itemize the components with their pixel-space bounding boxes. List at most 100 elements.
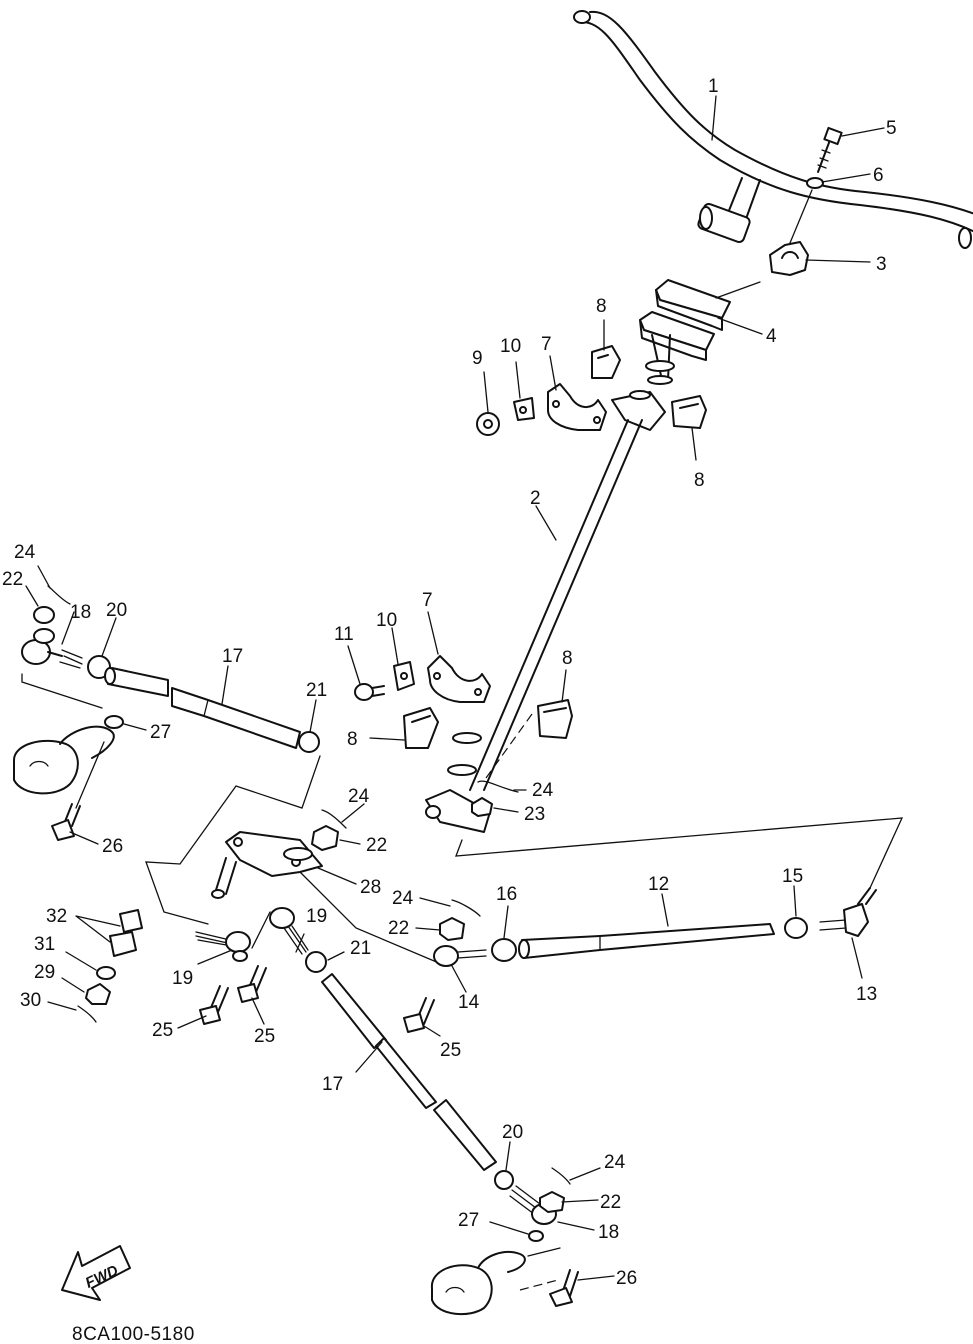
bushing-8-lower-right bbox=[537, 699, 573, 739]
clamp-7-lower bbox=[427, 655, 491, 703]
callout-19-a: 19 bbox=[306, 906, 327, 927]
nut-22-lower bbox=[539, 1191, 565, 1213]
callout-8-b: 8 bbox=[694, 470, 705, 491]
callout-8-d: 8 bbox=[347, 729, 358, 750]
callout-27-a: 27 bbox=[150, 722, 171, 743]
callout-19-b: 19 bbox=[172, 968, 193, 989]
callout-5: 5 bbox=[886, 118, 897, 139]
spacer-10-upper bbox=[513, 397, 535, 421]
washer-6 bbox=[806, 177, 824, 189]
callout-21-b: 21 bbox=[350, 938, 371, 959]
tie-rod-end-19-left bbox=[195, 931, 251, 962]
callout-labels: 1 5 6 3 8 4 7 10 9 8 2 24 22 18 20 7 10 … bbox=[2, 76, 897, 1289]
knuckle-arm-lower bbox=[430, 1250, 526, 1316]
callout-24-c: 24 bbox=[348, 786, 370, 807]
callout-9: 9 bbox=[472, 348, 483, 369]
locknut-16 bbox=[491, 938, 517, 962]
nut-23 bbox=[471, 797, 493, 817]
callout-10-b: 10 bbox=[376, 610, 397, 631]
locknut-15 bbox=[784, 917, 808, 939]
callout-7-a: 7 bbox=[541, 334, 552, 355]
callout-25-a: 25 bbox=[152, 1020, 173, 1041]
locknut-21-lower bbox=[305, 951, 327, 973]
leader-knuckle-upper bbox=[75, 741, 105, 809]
callout-25-b: 25 bbox=[254, 1026, 275, 1047]
cotter-pin-24-center bbox=[321, 809, 347, 829]
callout-20-a: 20 bbox=[106, 600, 127, 621]
callout-2: 2 bbox=[530, 488, 541, 509]
callout-22-c: 22 bbox=[388, 918, 409, 939]
steering-shaft bbox=[425, 419, 643, 833]
callout-24-b: 24 bbox=[532, 780, 554, 801]
callout-24-a: 24 bbox=[14, 542, 36, 563]
cotter-pin-24-right bbox=[451, 899, 481, 917]
washer-27-upper bbox=[104, 715, 124, 729]
callout-27-b: 27 bbox=[458, 1210, 479, 1231]
leader-26-lower-link bbox=[519, 1279, 559, 1291]
spacer-10-lower bbox=[393, 661, 415, 691]
callout-4: 4 bbox=[766, 326, 777, 347]
callout-15: 15 bbox=[782, 866, 803, 887]
tie-rod-end-14 bbox=[433, 945, 487, 967]
callout-13: 13 bbox=[856, 984, 877, 1005]
leader-28-link bbox=[299, 871, 447, 967]
leader-21-upper-link bbox=[145, 755, 321, 925]
leader-18-lower-link bbox=[527, 1247, 561, 1257]
callout-20-b: 20 bbox=[502, 1122, 523, 1143]
callout-29: 29 bbox=[34, 962, 55, 983]
cotter-pin-24-mid bbox=[477, 780, 519, 793]
washer-31 bbox=[96, 966, 116, 980]
nut-22-upper bbox=[33, 606, 55, 624]
callout-7-b: 7 bbox=[422, 590, 433, 611]
callout-11: 11 bbox=[334, 624, 354, 645]
callout-17-b: 17 bbox=[322, 1074, 343, 1095]
relay-plate-28 bbox=[211, 831, 323, 899]
callout-31: 31 bbox=[34, 934, 55, 955]
callout-8-a: 8 bbox=[596, 296, 607, 317]
tie-rod-17-lower bbox=[321, 973, 497, 1171]
nut-9 bbox=[476, 412, 500, 436]
clamp-7-upper bbox=[547, 383, 607, 431]
callout-8-c: 8 bbox=[562, 648, 573, 669]
callout-28: 28 bbox=[360, 877, 381, 898]
callout-17-a: 17 bbox=[222, 646, 243, 667]
callout-10-a: 10 bbox=[500, 336, 521, 357]
nut-22-center bbox=[311, 825, 339, 851]
tie-rod-end-18-upper bbox=[21, 628, 83, 669]
bolt-26-lower bbox=[549, 1269, 579, 1307]
bushing-8-lower-left bbox=[403, 707, 439, 749]
bolt-25-right bbox=[403, 997, 435, 1033]
leader-3-to-holder bbox=[715, 281, 761, 299]
callout-22-a: 22 bbox=[2, 569, 23, 590]
bolt-25-center bbox=[237, 965, 267, 1003]
locknut-20-lower bbox=[494, 1170, 514, 1190]
tie-rod-12 bbox=[518, 923, 775, 959]
locknut-21-upper bbox=[298, 731, 320, 753]
leader-pitman-to-13 bbox=[455, 817, 904, 889]
callout-18-b: 18 bbox=[598, 1222, 619, 1243]
callout-18-a: 18 bbox=[70, 602, 91, 623]
handlebar-clamp-upper bbox=[769, 241, 809, 276]
callout-22-b: 22 bbox=[366, 835, 387, 856]
tie-rod-17-upper bbox=[104, 667, 301, 749]
bolt-11 bbox=[354, 683, 385, 701]
bolt-26-upper bbox=[51, 803, 81, 841]
nut-29 bbox=[85, 983, 111, 1005]
callout-1: 1 bbox=[708, 76, 719, 97]
callout-12: 12 bbox=[648, 874, 669, 895]
handlebar-holder bbox=[639, 279, 731, 361]
callout-30: 30 bbox=[20, 990, 41, 1011]
callout-14: 14 bbox=[458, 992, 480, 1013]
leader-19-right-link bbox=[251, 911, 271, 949]
bolt-25-left bbox=[199, 985, 229, 1025]
callout-21-a: 21 bbox=[306, 680, 327, 701]
callout-6: 6 bbox=[873, 165, 884, 186]
callout-22-d: 22 bbox=[600, 1192, 621, 1213]
bushing-8-upper-right bbox=[671, 395, 707, 429]
tie-rod-end-13 bbox=[819, 887, 877, 937]
tie-rod-end-19-right bbox=[269, 907, 309, 955]
bushing-32-top bbox=[119, 909, 143, 933]
callout-32: 32 bbox=[46, 906, 67, 927]
callout-16: 16 bbox=[496, 884, 517, 905]
